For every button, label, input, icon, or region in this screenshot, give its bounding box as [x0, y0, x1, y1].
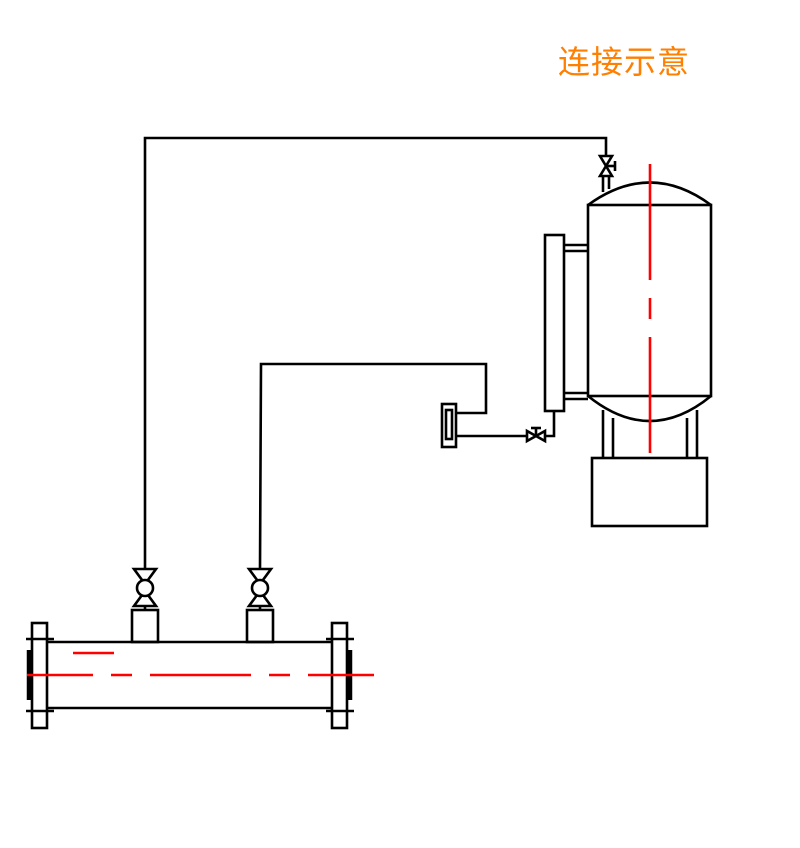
pipe-centerline	[27, 651, 374, 677]
impulse-line-to-tank-top	[143, 136, 608, 568]
tank-base	[590, 456, 709, 528]
pipe-valve-right-icon[interactable]	[245, 567, 275, 644]
line-drain-valve-to-gauge	[545, 411, 556, 438]
pipe-valve-left-icon[interactable]	[130, 567, 160, 644]
diagram-title: 连接示意	[558, 43, 691, 81]
flow-indicator[interactable]	[440, 402, 458, 449]
level-gauge[interactable]	[543, 233, 588, 413]
drain-valve-icon[interactable]	[525, 426, 547, 444]
tank-top-valve-icon[interactable]	[597, 154, 617, 192]
impulse-line-to-flow-indicator	[258, 362, 488, 569]
